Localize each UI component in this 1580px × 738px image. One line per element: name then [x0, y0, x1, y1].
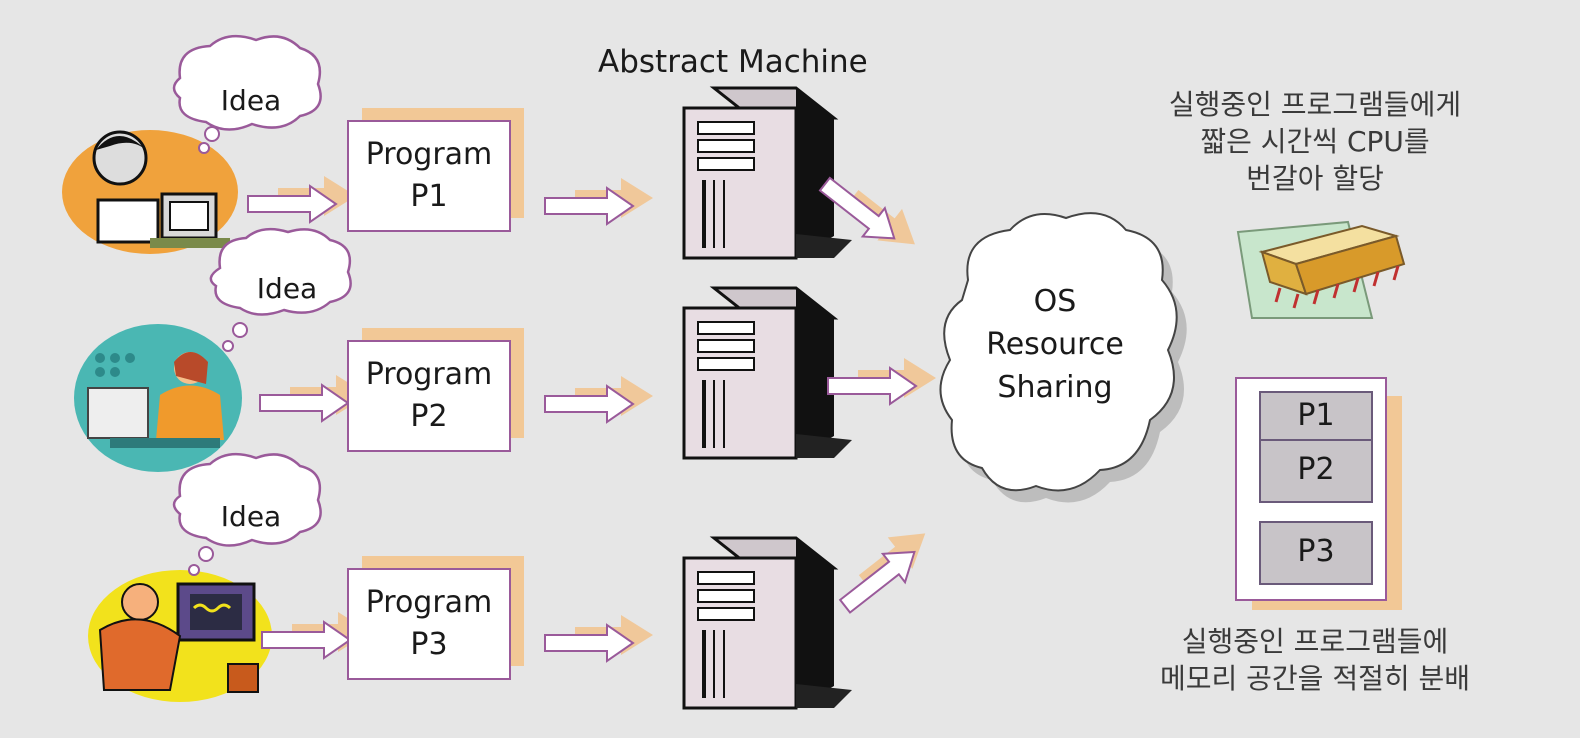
- program-label-3: Program P3: [348, 582, 510, 666]
- memory-block-p3: [1259, 521, 1373, 585]
- idea-label-3: Idea: [220, 500, 282, 533]
- os-label-line3: Sharing: [997, 370, 1113, 405]
- abstract-machine-title: Abstract Machine: [598, 44, 868, 80]
- server-tower-icon-3: [682, 536, 854, 710]
- program-label-2: Program P2: [348, 354, 510, 438]
- program-label-2-line1: Program: [365, 357, 493, 392]
- program-box-2: [347, 328, 524, 452]
- cpu-note-line2: 짧은 시간씩 CPU를: [1200, 125, 1430, 158]
- os-label-line2: Resource: [986, 327, 1124, 362]
- memory-label-p2: P2: [1297, 452, 1335, 487]
- memory-block-p1: [1259, 391, 1373, 441]
- thought-cloud-3: [172, 452, 322, 576]
- person-icon-3: [88, 570, 272, 702]
- memory-label-p3: P3: [1297, 534, 1335, 569]
- idea-label-2: Idea: [256, 272, 318, 305]
- cpu-sharing-note: 실행중인 프로그램들에게 짧은 시간씩 CPU를 번갈아 할당: [1130, 86, 1500, 197]
- program-label-1: Program P1: [348, 134, 510, 218]
- os-label-line1: OS: [1033, 284, 1077, 319]
- program-label-1-line2: P1: [410, 179, 448, 214]
- memory-label-p1: P1: [1297, 398, 1335, 433]
- memory-note-line2: 메모리 공간을 적절히 분배: [1159, 662, 1471, 695]
- memory-stack: [1235, 377, 1402, 610]
- person-icon-2: [74, 324, 242, 472]
- program-box-3: [347, 556, 524, 680]
- cpu-chip-icon: [1236, 220, 1406, 319]
- program-label-3-line2: P3: [410, 627, 448, 662]
- arrow-program-to-machine-3: [544, 614, 654, 662]
- memory-sharing-note: 실행중인 프로그램들에 메모리 공간을 적절히 분배: [1110, 623, 1520, 697]
- memory-note-line1: 실행중인 프로그램들에: [1181, 625, 1449, 658]
- cpu-note-line1: 실행중인 프로그램들에게: [1168, 88, 1462, 121]
- program-label-3-line1: Program: [365, 585, 493, 620]
- person-icon-1: [62, 130, 238, 254]
- server-tower-icon-2: [682, 286, 854, 460]
- os-resource-sharing-label: OS Resource Sharing: [960, 280, 1150, 409]
- arrow-machine-to-os-3: [826, 516, 943, 622]
- program-label-2-line2: P2: [410, 399, 448, 434]
- program-box-1: [347, 108, 524, 232]
- memory-block-p2: [1259, 439, 1373, 503]
- arrow-program-to-machine-1: [544, 177, 654, 225]
- arrow-idea-to-program-1: [247, 175, 357, 223]
- arrow-machine-to-os-2: [827, 357, 937, 405]
- arrow-program-to-machine-2: [544, 375, 654, 423]
- cpu-note-line3: 번갈아 할당: [1246, 162, 1384, 195]
- idea-label-1: Idea: [220, 84, 282, 117]
- os-cloud: [939, 212, 1187, 503]
- program-label-1-line1: Program: [365, 137, 493, 172]
- thought-cloud-2: [209, 227, 352, 352]
- thought-cloud-1: [172, 34, 322, 154]
- server-tower-icon-1: [682, 86, 854, 260]
